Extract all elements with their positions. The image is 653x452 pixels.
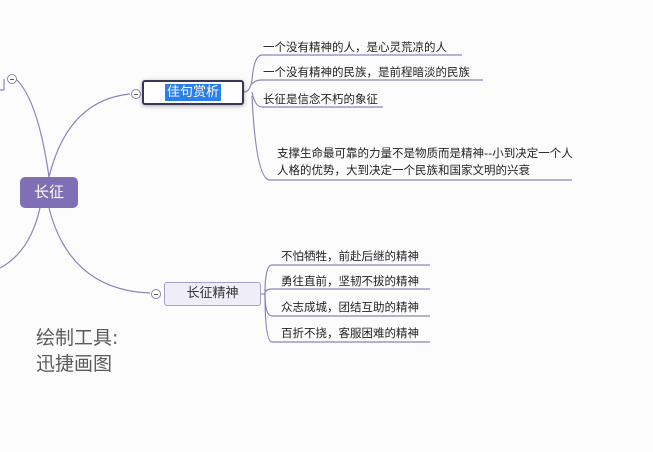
watermark-line-1: 绘制工具:	[36, 327, 119, 349]
connector-leaf-1-4	[251, 95, 572, 181]
leaf-node[interactable]: 一个没有精神的人，是心灵荒凉的人	[263, 40, 447, 54]
connector-root-to-branch2	[48, 207, 151, 294]
connector-leaf-2-4	[264, 293, 430, 343]
connector-leaf-1-2	[251, 79, 483, 85]
root-node[interactable]: 长征	[20, 177, 78, 208]
leaf-node[interactable]: 一个没有精神的民族，是前程暗淡的民族	[263, 65, 470, 79]
branch-node-spirit[interactable]: 长征精神	[164, 282, 261, 306]
connector-leaf-1-1	[251, 54, 462, 81]
connector-root-to-branch1	[48, 93, 131, 178]
leaf-node[interactable]: 支撑生命最可靠的力量不是物质而是精神--小到决定一个人人格的优势，大到决定一个民…	[277, 146, 573, 177]
leaf-node[interactable]: 众志成城，团结互助的精神	[281, 300, 419, 314]
branch-node-quotes[interactable]: 佳句赏析	[142, 80, 244, 105]
collapse-toggle-offscreen[interactable]	[7, 74, 17, 84]
connector-offscreen-upper	[0, 79, 5, 91]
collapse-toggle-branch2[interactable]	[151, 289, 161, 299]
connector-leaf-1-3	[251, 91, 383, 108]
leaf-node[interactable]: 不怕牺牲，前赴后继的精神	[281, 249, 419, 263]
tool-watermark: 绘制工具: 迅捷画图	[36, 325, 118, 377]
connector-branch1-spine	[243, 79, 253, 93]
connector-leaf-2-2	[264, 288, 430, 295]
leaf-node[interactable]: 勇往直前，坚韧不拔的精神	[281, 274, 419, 288]
branch-label-quotes: 佳句赏析	[164, 84, 221, 101]
collapse-toggle-branch1[interactable]	[131, 89, 141, 99]
watermark-line-2: 迅捷画图	[36, 353, 113, 375]
leaf-node[interactable]: 长征是信念不朽的象征	[263, 92, 378, 106]
leaf-node[interactable]: 百折不挠，客服困难的精神	[281, 326, 419, 340]
connector-root-lower-left	[0, 207, 41, 269]
connector-leaf-2-1	[264, 264, 430, 295]
connector-root-upper-left	[15, 78, 50, 178]
